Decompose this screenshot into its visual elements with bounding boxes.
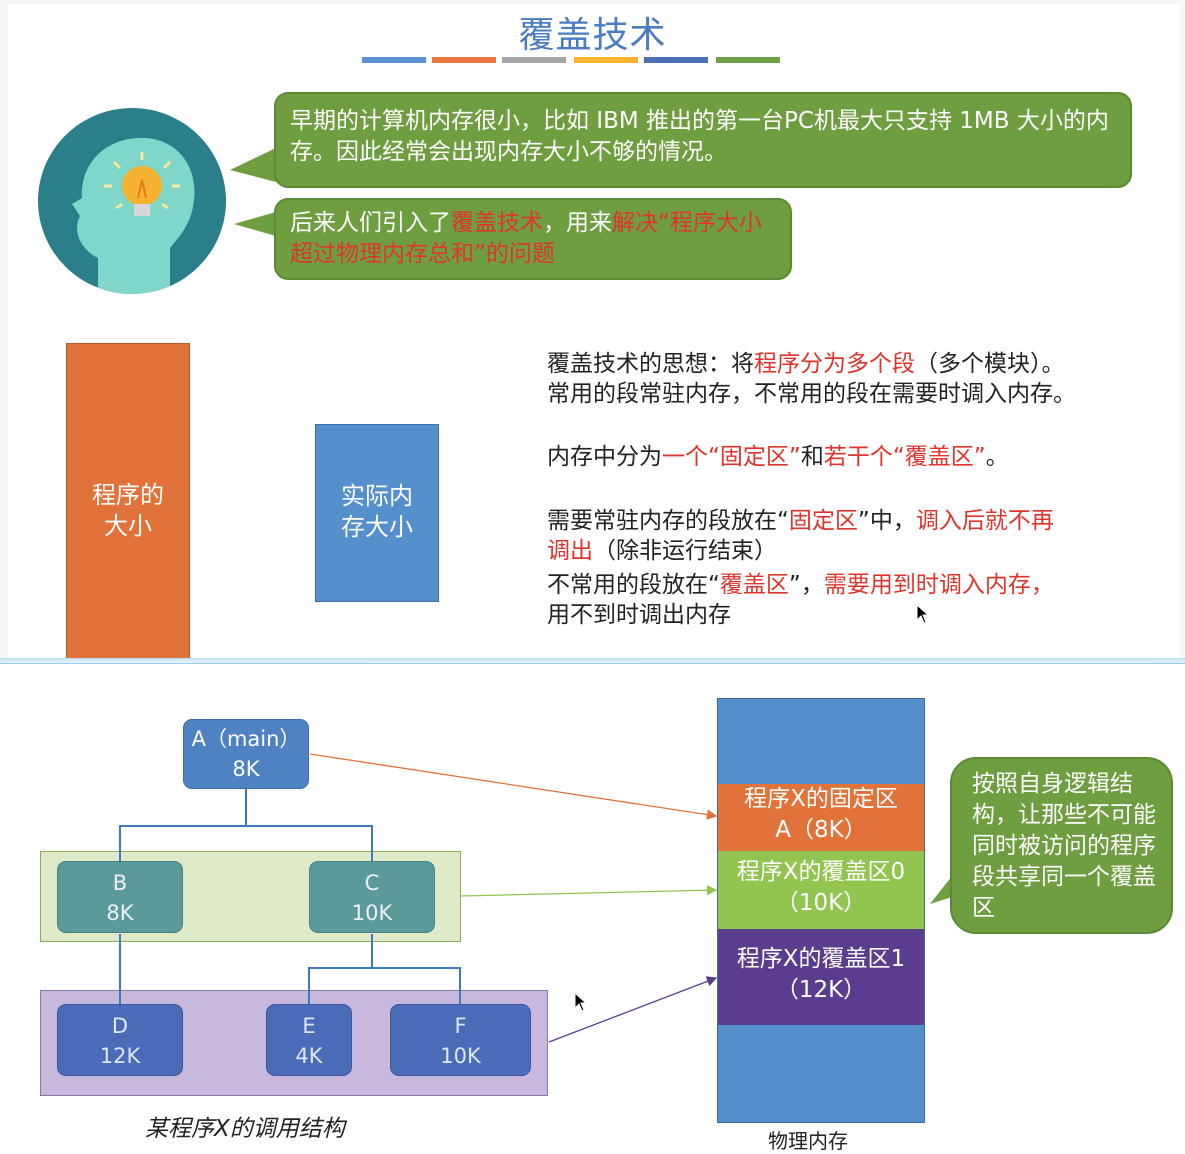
program-size-label-1: 程序的 xyxy=(67,480,189,511)
title-bar-5 xyxy=(644,57,708,63)
memory-size-label-1: 实际内 xyxy=(316,481,438,512)
history-text: 早期的计算机内存很小，比如 IBM 推出的第一台PC机最大只支持 1MB 大小的… xyxy=(290,108,1109,165)
node-a-main: A（main）8K xyxy=(183,719,309,789)
title-bar-3 xyxy=(502,57,566,63)
arrow-def-to-overlay1 xyxy=(549,978,716,1042)
cursor-arrow xyxy=(575,993,586,1011)
memory-size-bar: 实际内 存大小 xyxy=(315,424,439,602)
memory-overlay-region-1: 程序X的覆盖区1（12K） xyxy=(717,929,925,1025)
title-bar-4 xyxy=(574,57,638,63)
bubble-pointers xyxy=(226,140,278,240)
intro-text-2: 覆盖技术 xyxy=(451,210,543,236)
overlay-explanation-callout: 按照自身逻辑结构，让那些不可能同时被访问的程序段共享同一个覆盖区 xyxy=(950,757,1173,934)
intro-text-1: 后来人们引入了 xyxy=(290,210,451,236)
idea-line-4: 需要常驻内存的段放在“固定区”中，调入后就不再 xyxy=(547,507,1054,536)
overlay-intro-bubble: 后来人们引入了覆盖技术，用来解决“程序大小超过物理内存总和”的问题 xyxy=(274,198,792,280)
memory-free-bottom xyxy=(717,1025,925,1123)
intro-text-3: ，用来 xyxy=(543,210,612,236)
idea-line-7: 用不到时调出内存 xyxy=(547,601,731,630)
program-size-bar: 程序的 大小 xyxy=(66,343,190,662)
mouse-cursor-icon xyxy=(916,604,930,624)
idea-line-5: 调出（除非运行结束） xyxy=(547,537,777,566)
history-bubble: 早期的计算机内存很小，比如 IBM 推出的第一台PC机最大只支持 1MB 大小的… xyxy=(274,92,1132,188)
slide-panel: 覆盖技术 早期的计算机内存很小，比如 IBM 推出的第一台 xyxy=(0,0,1185,662)
title-bar-1 xyxy=(362,57,426,63)
memory-size-label-2: 存大小 xyxy=(316,512,438,543)
program-size-label-2: 大小 xyxy=(67,511,189,542)
idea-line-2: 常用的段常驻内存，不常用的段在需要时调入内存。 xyxy=(547,380,1076,409)
arrow-bc-to-overlay0 xyxy=(461,890,716,896)
call-structure-caption: 某程序X的调用结构 xyxy=(145,1109,345,1143)
arrow-a-to-fixed xyxy=(310,754,716,816)
slide-title: 覆盖技术 xyxy=(0,6,1185,58)
idea-line-6: 不常用的段放在“覆盖区”，需要用到时调入内存， xyxy=(547,571,1054,600)
idea-line-3: 内存中分为一个“固定区”和若干个“覆盖区”。 xyxy=(547,443,1009,472)
head-lightbulb-icon xyxy=(38,108,226,294)
idea-line-1: 覆盖技术的思想：将程序分为多个段（多个模块）。 xyxy=(547,350,1065,379)
memory-free-top xyxy=(717,698,925,784)
title-bar-6 xyxy=(716,57,780,63)
title-bar-2 xyxy=(432,57,496,63)
memory-overlay-region-0: 程序X的覆盖区0（10K） xyxy=(717,851,925,929)
